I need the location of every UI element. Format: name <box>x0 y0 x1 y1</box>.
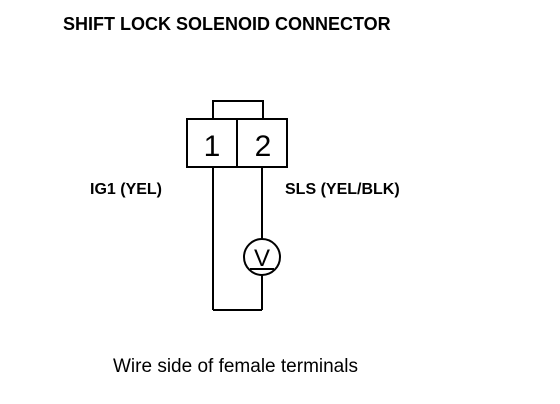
diagram-caption: Wire side of female terminals <box>113 356 358 377</box>
wire-label-sls: SLS (YEL/BLK) <box>285 181 400 198</box>
diagram-title: SHIFT LOCK SOLENOID CONNECTOR <box>63 14 391 34</box>
voltmeter-icon <box>243 238 281 276</box>
connector-lock-tab <box>212 100 264 120</box>
pin-2-label: 2 <box>255 130 272 163</box>
pin-1-label: 1 <box>204 130 221 163</box>
wire-label-ig1: IG1 (YEL) <box>90 181 162 198</box>
voltmeter-symbol: V <box>254 245 270 272</box>
